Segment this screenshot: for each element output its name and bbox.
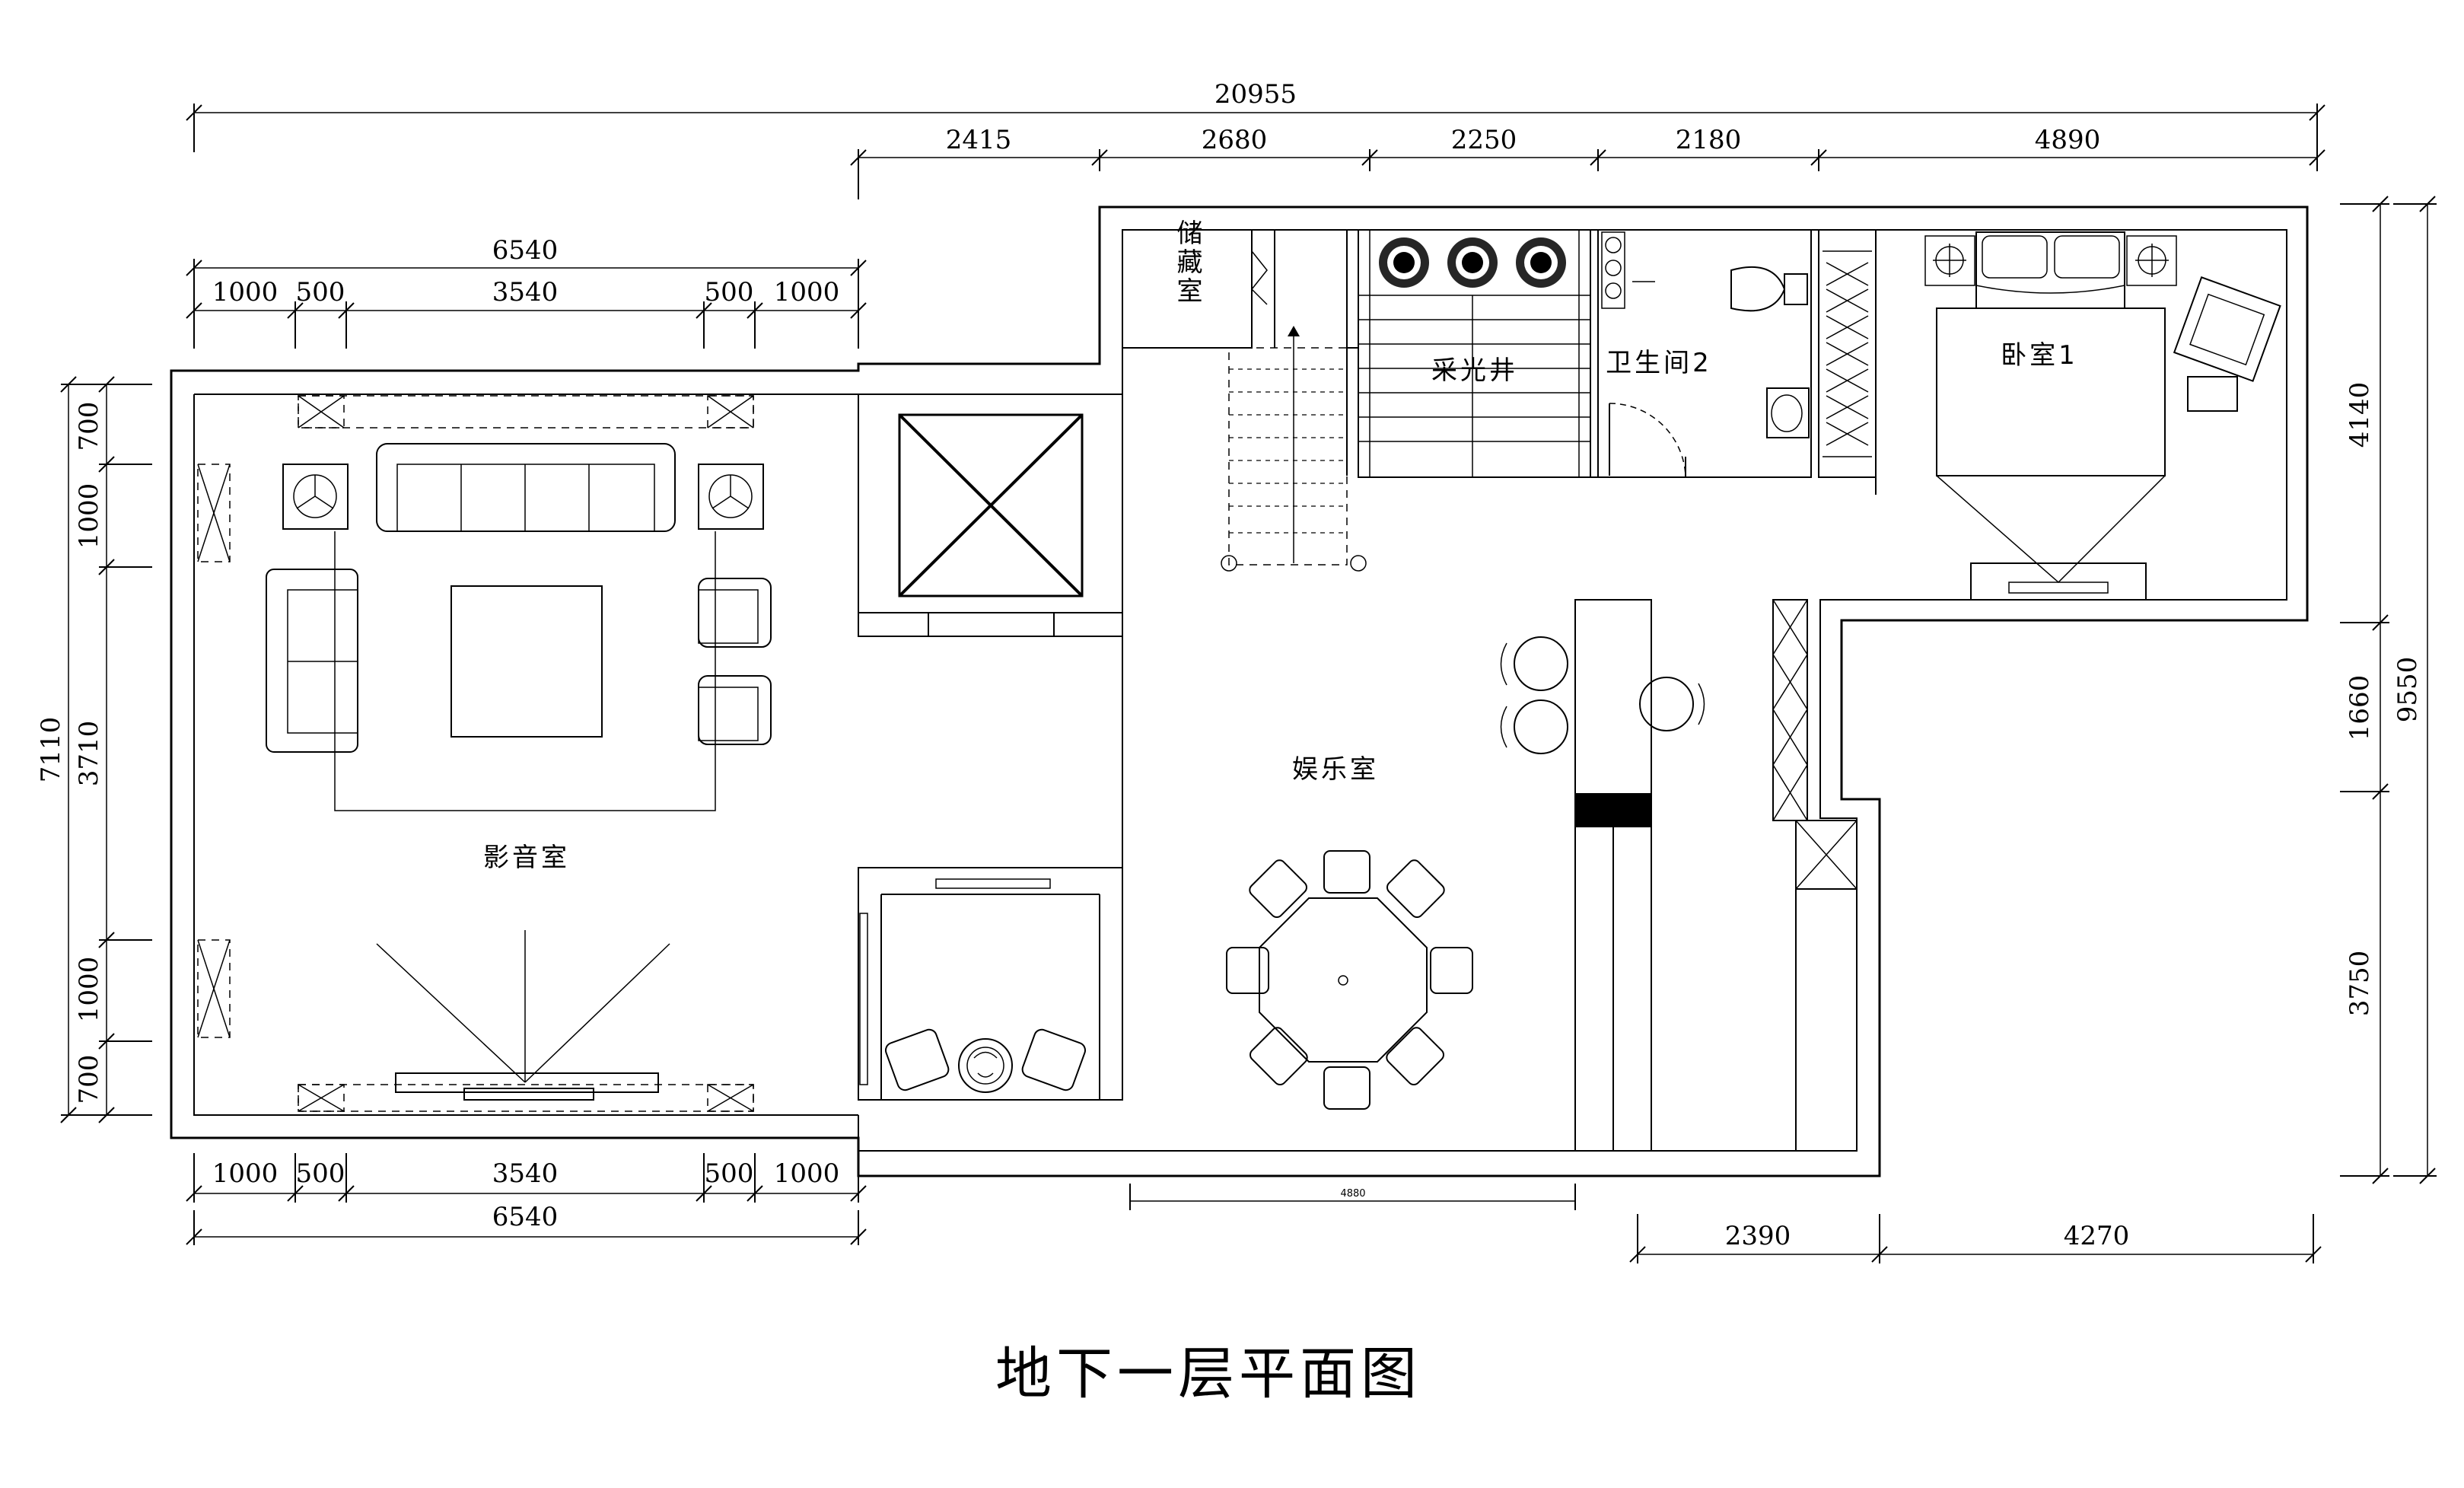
dim-theater-bottom-seg-1: 1000 [212, 1158, 279, 1189]
dim-right-seg-2: 1660 [2345, 675, 2375, 741]
dim-right-seg-1: 4140 [2345, 382, 2375, 448]
dim-top-seg-3: 2250 [1451, 125, 1517, 155]
dim-bottom-right-seg-1: 2390 [1725, 1221, 1791, 1251]
bedroom-1: 卧室1 [1818, 229, 2281, 601]
dim-theater-top-seg-3: 3540 [492, 277, 559, 307]
planter-icons [1379, 237, 1566, 288]
dim-theater-top-seg-2: 500 [296, 277, 345, 307]
dim-theater-bottom-seg-5: 1000 [774, 1158, 840, 1189]
walls [170, 206, 2309, 1177]
dim-bottom-right-seg-2: 4270 [2064, 1221, 2130, 1251]
dim-top-seg-2: 2680 [1202, 125, 1268, 155]
dim-small-note: 4880 [1340, 1188, 1365, 1200]
dim-top-seg-1: 2415 [946, 125, 1012, 155]
light-well: 采光井 [1358, 229, 1591, 478]
dim-right-total: 9550 [2392, 657, 2423, 723]
staircase [1221, 230, 1367, 572]
lounge-nook [858, 867, 1123, 1101]
dim-theater-top-total: 6540 [492, 235, 559, 266]
dim-theater-top-seg-1: 1000 [212, 277, 279, 307]
room-label-lightwell: 采光井 [1431, 355, 1518, 386]
dim-theater-bottom-total: 6540 [492, 1202, 559, 1232]
dim-theater-bottom-seg-2: 500 [296, 1158, 345, 1189]
dim-top-total: 20955 [1214, 79, 1297, 110]
dim-left-seg-2: 1000 [74, 483, 104, 550]
dim-right-seg-3: 3750 [2345, 951, 2375, 1017]
dim-theater-bottom-seg-3: 3540 [492, 1158, 559, 1189]
room-label-storage: 储藏室 [1172, 219, 1202, 306]
dim-theater-top-seg-4: 500 [705, 277, 754, 307]
room-label-bedroom1: 卧室1 [2001, 340, 2078, 371]
dim-top-seg-5: 4890 [2035, 125, 2101, 155]
bathroom-2: 卫生间2 [1590, 229, 1812, 478]
dim-left-seg-5: 700 [74, 1055, 104, 1104]
dim-left-seg-4: 1000 [74, 957, 104, 1023]
dim-left-seg-1: 700 [74, 402, 104, 451]
room-label-entertainment: 娱乐室 [1292, 754, 1379, 785]
drawing-title: 地下一层平面图 [995, 1341, 1421, 1407]
entertainment-area: 娱乐室 [1226, 599, 1858, 1152]
dimension-lines: 20955 2415 2680 2250 2180 4890 6540 [36, 79, 2437, 1263]
dim-top-seg-4: 2180 [1676, 125, 1742, 155]
dim-left-seg-3: 3710 [74, 721, 104, 787]
theater-room: 影音室 [197, 395, 772, 1112]
storage-room: 储藏室 [1122, 219, 1275, 349]
stair-arrow-icon [1288, 326, 1300, 336]
elevator-shaft [858, 394, 1123, 637]
room-label-bathroom2: 卫生间2 [1606, 348, 1712, 378]
dim-theater-top-seg-5: 1000 [774, 277, 840, 307]
dim-theater-bottom-seg-4: 500 [705, 1158, 754, 1189]
room-label-theater: 影音室 [483, 843, 570, 873]
dim-left-total: 7110 [36, 717, 66, 783]
